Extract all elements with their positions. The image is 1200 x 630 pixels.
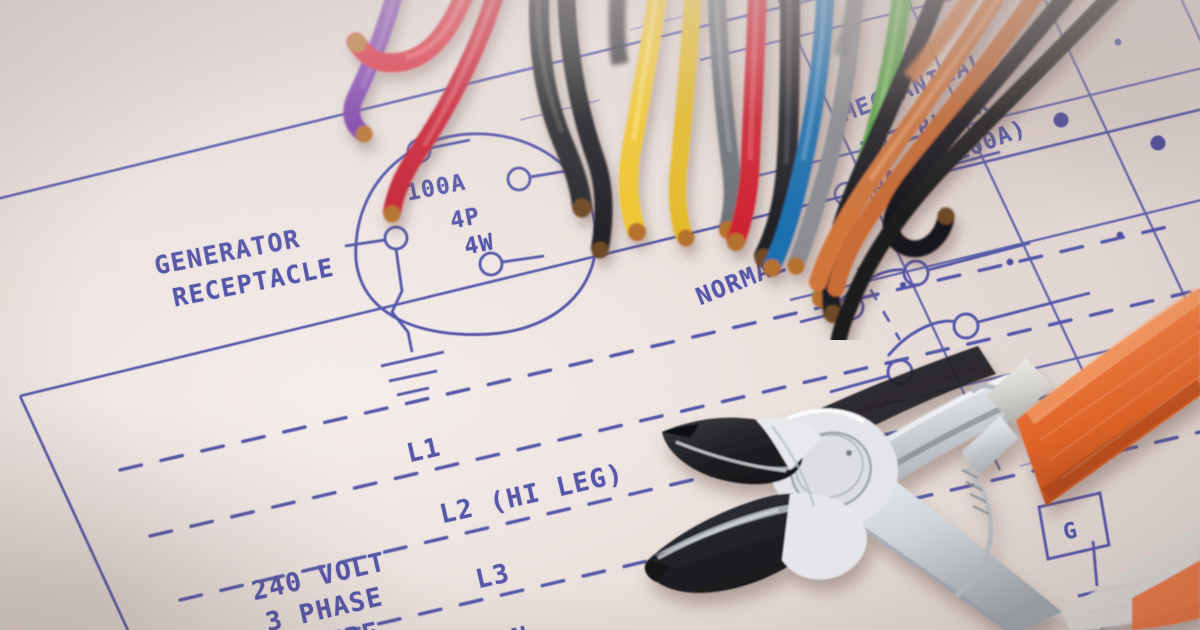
wire-black-4 [882,0,1074,258]
plier-upper-jaw [662,417,803,485]
plier-handle [986,287,1200,506]
receptacle-ground [380,248,445,397]
wire-copper-1 [809,0,1005,291]
wire-bundle [343,0,1119,340]
plier-lower-plate [782,493,867,580]
wire-black-1 [528,0,592,218]
wire-red-2 [383,0,503,223]
wire-blue [763,0,835,277]
plier-jaw-plate [756,417,822,470]
wire-black-5 [830,0,1119,340]
wire-red-1 [346,0,473,73]
plier-lower-handle [838,470,1062,630]
wire-copper-2 [827,0,1043,297]
wire-black-1b [557,0,613,259]
conductor-l2 [148,290,1192,538]
plier-shank [962,416,1018,474]
plier-second-grip [1132,560,1200,630]
plier-seam [771,425,816,507]
transfer-switch-contacts [799,241,1091,394]
conductor-l1 [118,222,1182,472]
wire-red-3 [726,0,767,251]
wire-purple [343,0,402,143]
wire-yellow-1 [619,0,667,241]
conductor-l3 [178,360,1197,602]
grid-junction-dots [900,38,1166,288]
wire-yellow-2 [668,0,702,247]
wire-bundle-blurred-tops [608,0,978,83]
